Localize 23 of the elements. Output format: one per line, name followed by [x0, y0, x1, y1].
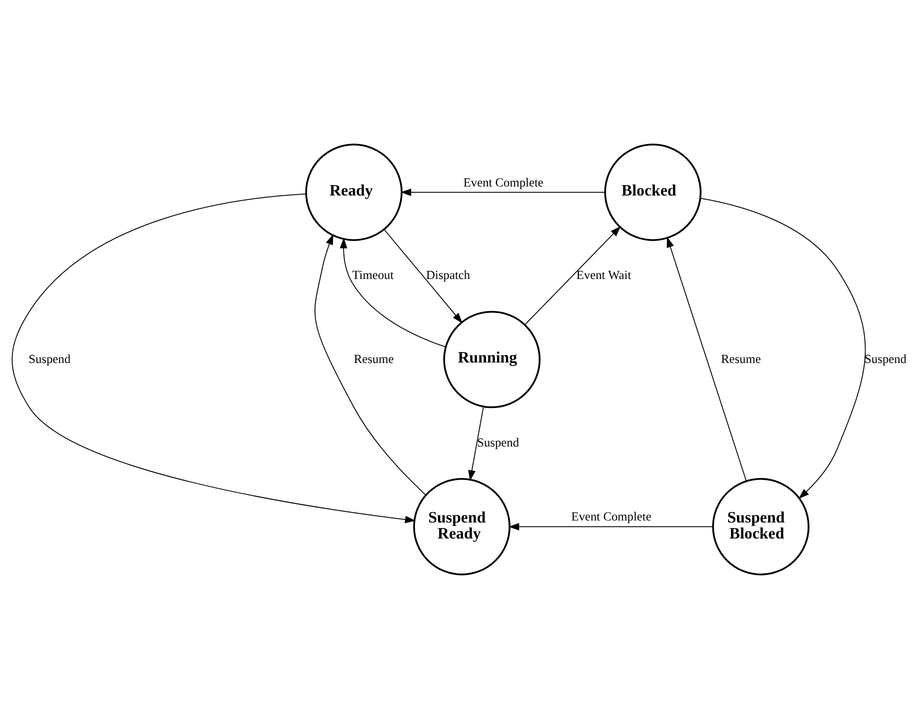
edge-label: Suspend — [864, 351, 907, 366]
arrow — [468, 406, 484, 480]
arrow — [384, 228, 463, 323]
edge-label: Event Complete — [463, 174, 544, 189]
arrow — [508, 522, 714, 530]
edge-label: Dispatch — [426, 268, 470, 282]
arrow — [314, 234, 426, 495]
arrow — [666, 236, 747, 482]
node-circle: Ready — [305, 143, 403, 240]
arrow — [524, 226, 621, 325]
node-circle: Blocked — [604, 143, 702, 240]
edge-label: Resume — [354, 351, 394, 366]
arrow — [700, 197, 866, 498]
edge-label: Suspend — [477, 434, 520, 449]
arrow — [400, 188, 606, 196]
node-circle: Suspend Ready — [413, 478, 510, 575]
edge-label: Event Wait — [576, 268, 632, 282]
edge-label: Resume — [720, 351, 761, 366]
edge-label: Suspend — [28, 351, 71, 366]
arrow — [12, 192, 416, 523]
arrow — [340, 237, 446, 347]
edge-label: Event Complete — [571, 509, 652, 524]
edge-label: Timeout — [352, 268, 394, 282]
